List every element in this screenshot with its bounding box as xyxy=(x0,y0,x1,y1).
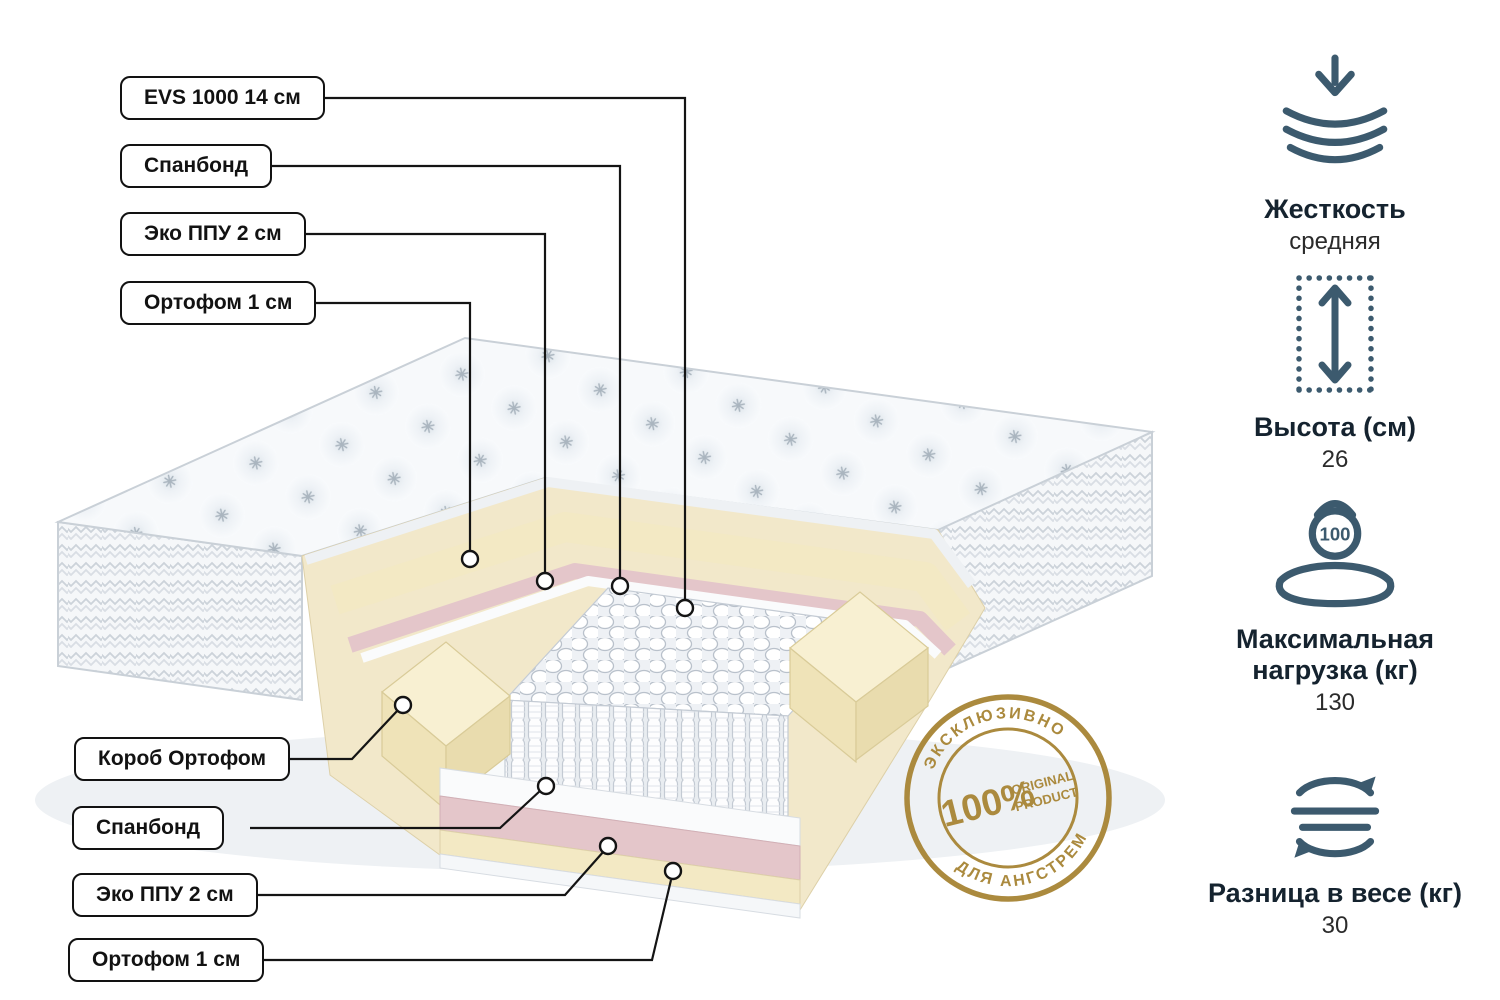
label-evs-1000: EVS 1000 14 см xyxy=(120,76,325,121)
mattress xyxy=(54,336,1156,919)
callout-line-evs xyxy=(250,96,687,600)
callout-line-ortofoam-top xyxy=(250,301,472,551)
callout-dot xyxy=(536,776,556,796)
label-eco-pu-bottom: Эко ППУ 2 см xyxy=(72,873,258,918)
callout-line-ecopu-top xyxy=(250,232,547,573)
callout-dot xyxy=(393,695,413,715)
foam-block-right xyxy=(789,591,929,764)
callout-dot xyxy=(598,836,618,856)
callout-dot xyxy=(535,571,555,591)
callout-dot xyxy=(675,598,695,618)
terrace-ortofoam xyxy=(330,512,971,631)
base-layers xyxy=(439,767,801,919)
callout-line-ecopu-bottom xyxy=(250,850,605,897)
terrace-cover-edge xyxy=(304,477,977,588)
callout-dots xyxy=(393,549,695,881)
callout-line-spunbond-top xyxy=(250,164,622,578)
label-foam-box: Короб Ортофом xyxy=(74,737,291,782)
label-ortofoam-top: Ортофом 1 см xyxy=(120,281,317,326)
terrace-eco-pu xyxy=(347,563,956,656)
label-eco-pu-top: Эко ППУ 2 см xyxy=(120,212,306,257)
callout-line-ortofoam-bottom xyxy=(250,879,673,962)
callout-line-spunbond-bottom xyxy=(250,789,542,830)
label-spunbond-bottom: Спанбонд xyxy=(72,806,225,851)
callout-dot xyxy=(610,576,630,596)
base-cover xyxy=(439,853,801,919)
callout-dot xyxy=(460,549,480,569)
terrace-spunbond xyxy=(360,576,942,663)
label-spunbond-top: Спанбонд xyxy=(120,144,273,189)
label-ortofoam-bottom: Ортофом 1 см xyxy=(68,938,265,983)
callout-dot xyxy=(663,861,683,881)
cutaway-interior xyxy=(301,477,986,919)
